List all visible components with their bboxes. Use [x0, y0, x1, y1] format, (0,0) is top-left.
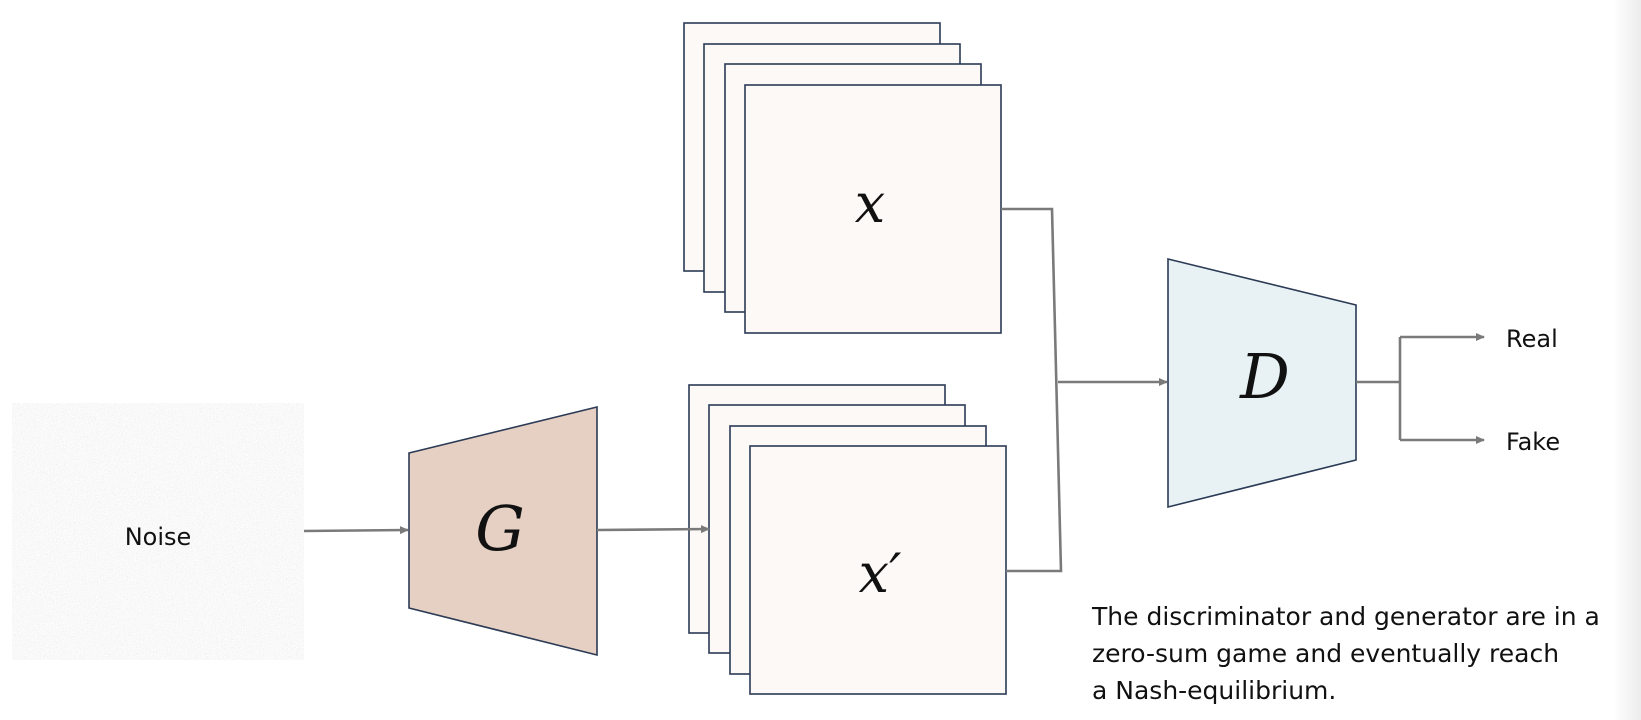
- discriminator-label: D: [1240, 340, 1290, 413]
- real-sample-label: x: [854, 172, 886, 235]
- fake-output-label: Fake: [1506, 428, 1561, 456]
- generator-block: [408, 405, 598, 657]
- real-sample-card: [744, 84, 1002, 334]
- generator-to-sample-arrow: [596, 525, 710, 534]
- real-sample-stack: [683, 22, 1002, 334]
- page-edge-shadow: [1613, 0, 1641, 720]
- noise-texture: [12, 403, 304, 660]
- discriminator-block: [1167, 257, 1357, 509]
- caption: The discriminator and generator are in a…: [1092, 598, 1612, 709]
- fake-sample-stack: [688, 384, 1007, 695]
- noise-label: Noise: [124, 523, 192, 551]
- caption-line: The discriminator and generator are in a: [1092, 602, 1600, 631]
- real-output-label: Real: [1506, 325, 1558, 353]
- samples-merge-connector: [1001, 207, 1063, 573]
- generator-label: G: [475, 492, 525, 565]
- caption-line: a Nash-equilibrium.: [1092, 676, 1337, 705]
- noise-to-generator-arrow: [303, 526, 409, 535]
- caption-line: zero-sum game and eventually reach: [1092, 639, 1560, 668]
- fake-sample-card: [749, 445, 1007, 695]
- fake-sample-label: x′: [858, 542, 902, 605]
